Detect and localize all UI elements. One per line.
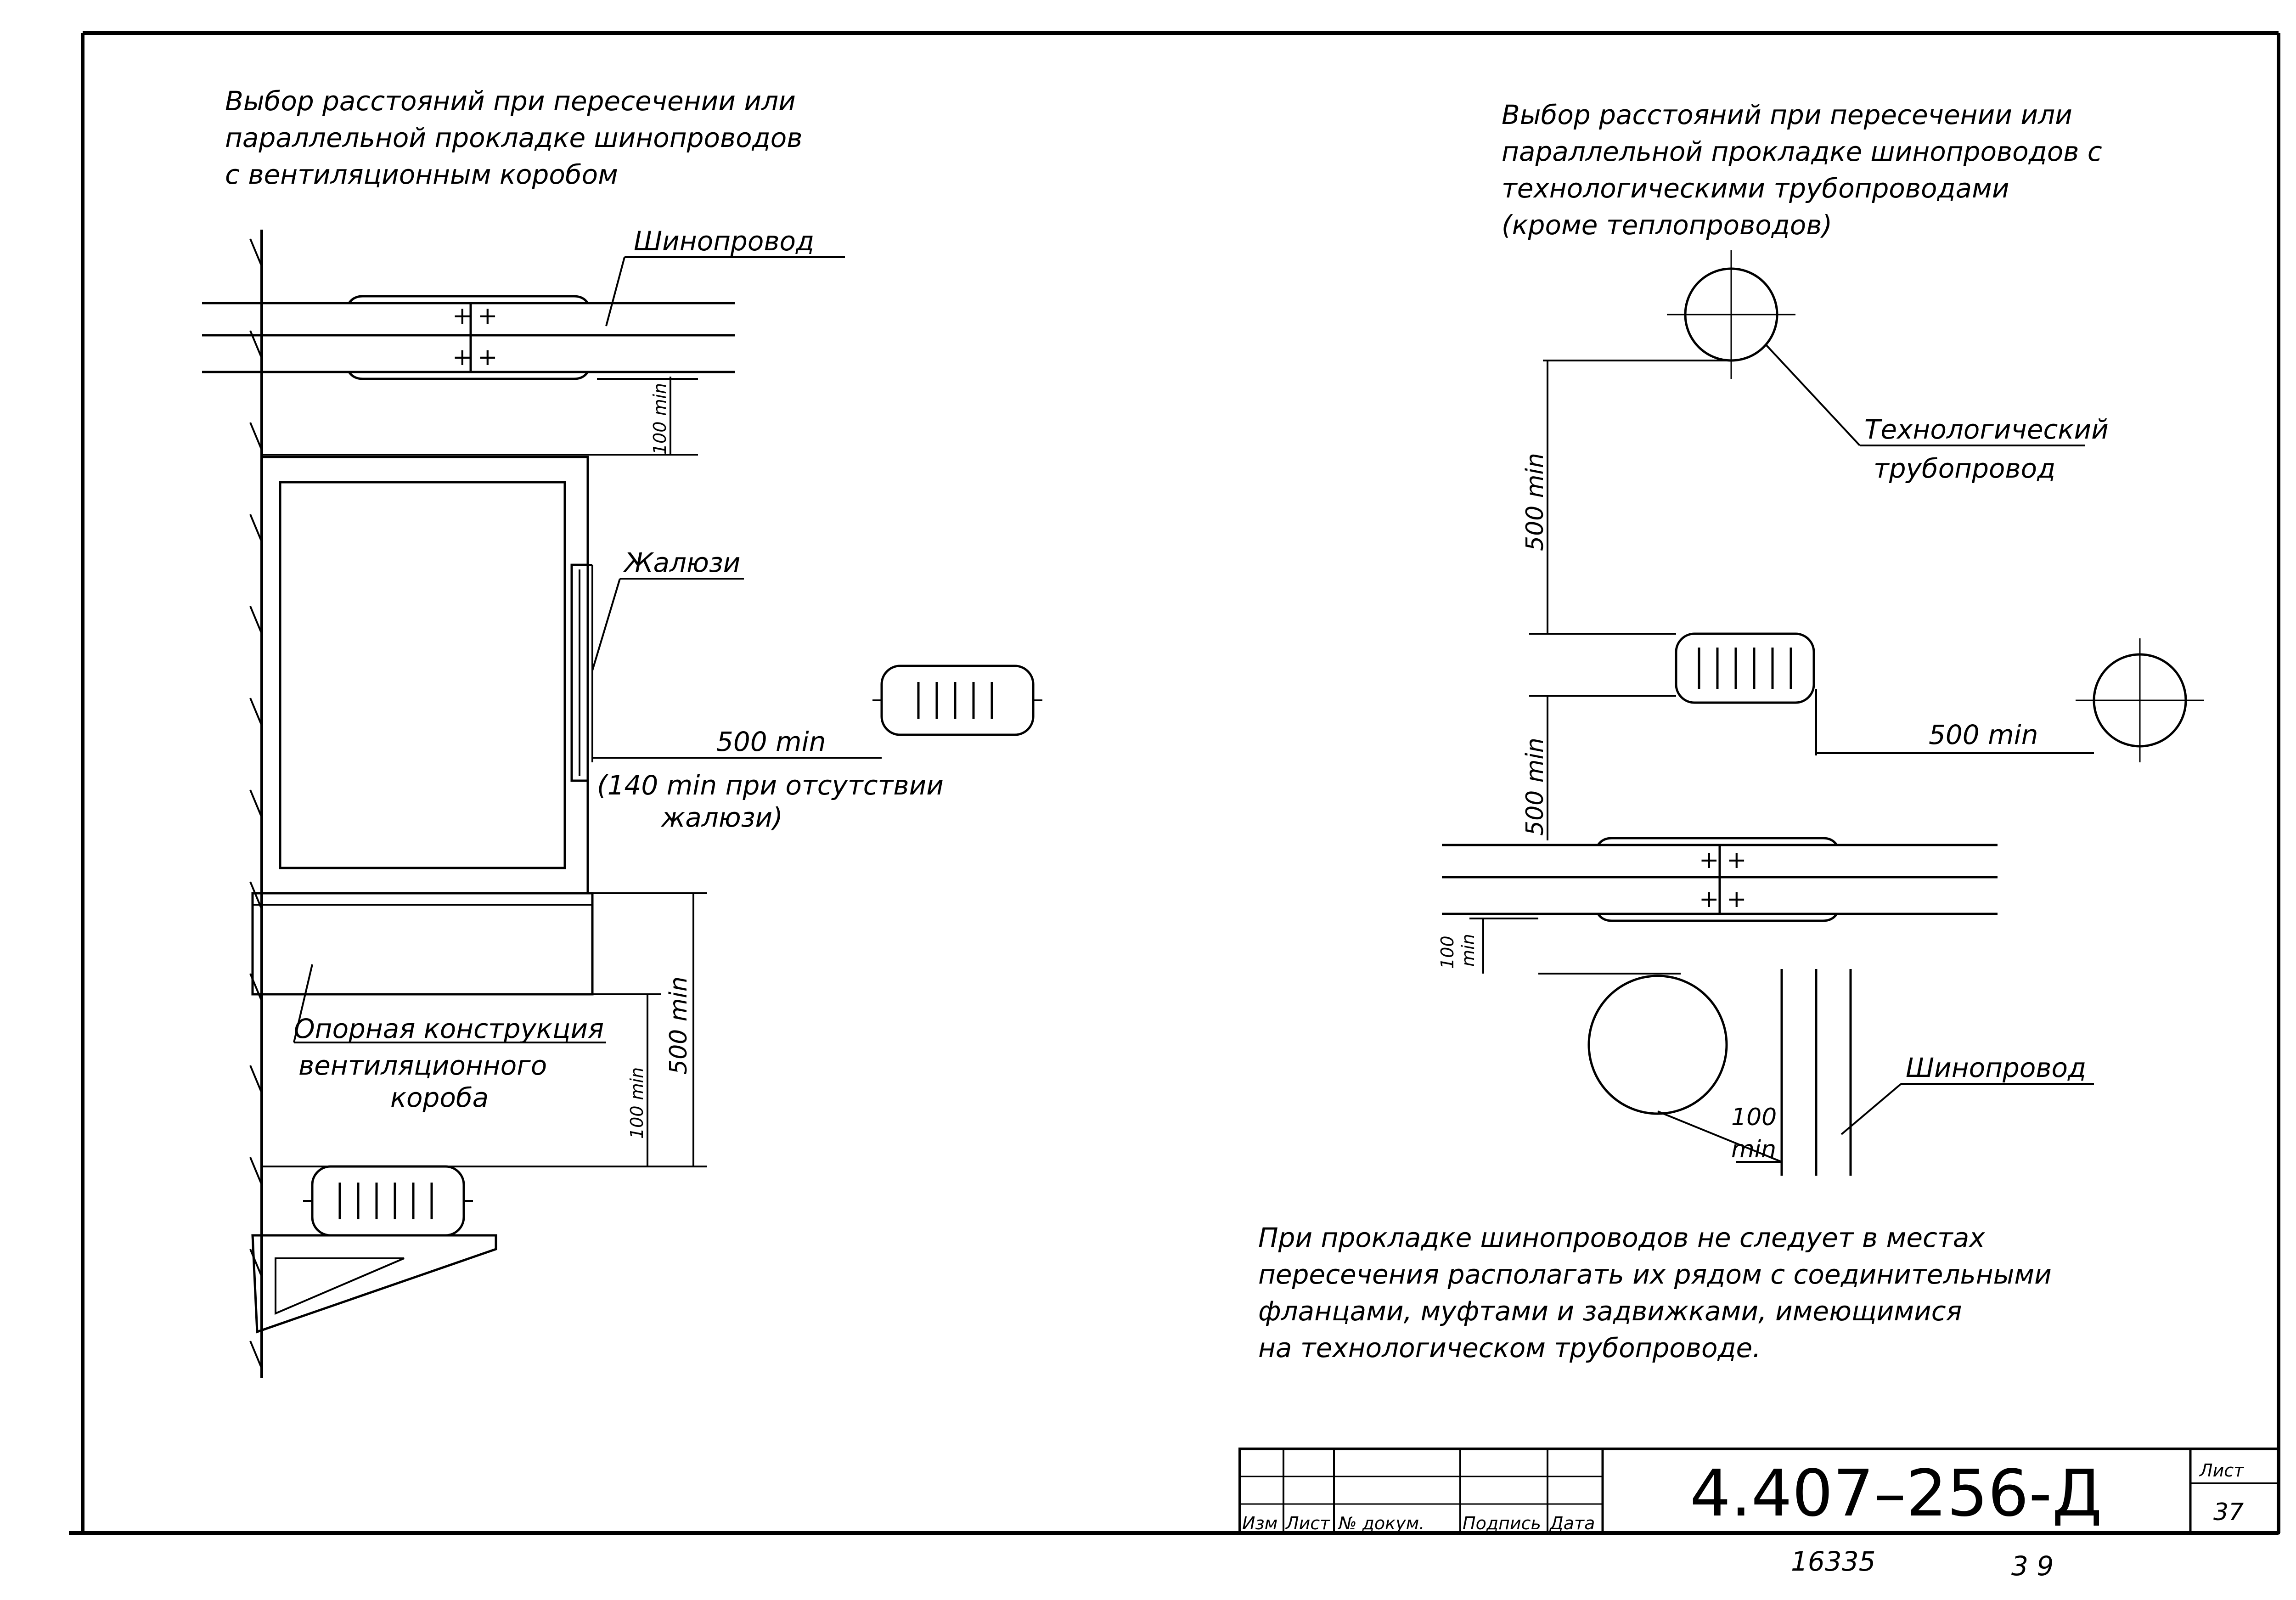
- busway-top: ++ ++: [202, 295, 735, 380]
- right-title-line-2: параллельной прокладке шинопроводов с: [1502, 136, 2102, 167]
- tb-header-doc-no: № докум.: [1338, 1513, 1424, 1533]
- right-label-busway: Шинопровод: [1906, 1052, 2086, 1083]
- left-title-line-1: Выбор расстояний при пересечении или: [225, 85, 796, 117]
- right-dim-100-left-bottom: min: [1458, 934, 1478, 967]
- support-structure: [251, 892, 594, 996]
- tb-header-signature: Подпись: [1463, 1513, 1541, 1533]
- note-line-2: пересечения располагать их рядом с соеди…: [1258, 1259, 2052, 1290]
- pipe-right: [2076, 638, 2204, 762]
- busway-side: [872, 665, 1042, 736]
- wall: [249, 230, 263, 1378]
- busway-bottom: [303, 1165, 473, 1237]
- bottom-suffix: 3 9: [2011, 1550, 2054, 1582]
- busway-middle: [1675, 632, 1815, 704]
- bottom-number: 16335: [1791, 1546, 1876, 1577]
- right-dim-100-left-top: 100: [1437, 935, 1458, 969]
- left-title-line-2: параллельной прокладке шинопроводов: [225, 122, 802, 153]
- right-label-pipe-line-2: трубопровод: [1874, 453, 2055, 484]
- right-title-line-1: Выбор расстояний при пересечении или: [1502, 99, 2072, 130]
- pipe-bottom: [1587, 975, 1728, 1115]
- left-dim-500-side: 500 min: [716, 726, 826, 757]
- wall-bracket: [251, 1234, 497, 1334]
- left-title-line-3: с вентиляционным коробом: [225, 159, 618, 190]
- title-block: Изм Лист № докум. Подпись Дата 4.407–256…: [1238, 1448, 2280, 1582]
- right-title-line-4: (кроме теплопроводов): [1502, 209, 1832, 241]
- right-label-pipe-line-1: Технологический: [1864, 414, 2109, 445]
- svg-text:+: +: [1699, 885, 1719, 913]
- right-diagram: Выбор расстояний при пересечении или пар…: [1437, 99, 2204, 1176]
- svg-text:+: +: [478, 302, 498, 330]
- left-label-support-line-3: короба: [390, 1082, 489, 1113]
- svg-text:+: +: [1727, 885, 1747, 913]
- left-label-busway: Шинопровод: [634, 225, 814, 257]
- left-label-louvers: Жалюзи: [623, 547, 740, 578]
- document-code: 4.407–256-Д: [1690, 1456, 2102, 1531]
- right-dim-500-upper: 500 min: [1521, 453, 1549, 551]
- note: При прокладке шинопроводов не следует в …: [1258, 1222, 2052, 1363]
- right-dim-100-right-top: 100: [1731, 1104, 1777, 1131]
- busway-vertical: [1780, 969, 1852, 1176]
- note-line-3: фланцами, муфтами и задвижками, имеющими…: [1258, 1296, 1962, 1327]
- right-dim-500-lower: 500 min: [1521, 738, 1549, 836]
- tb-header-date: Дата: [1549, 1513, 1595, 1533]
- right-dim-100-right-bottom: min: [1731, 1136, 1776, 1163]
- svg-text:+: +: [1727, 846, 1747, 874]
- sheet-number: 37: [2213, 1499, 2244, 1526]
- note-line-1: При прокладке шинопроводов не следует в …: [1258, 1222, 1985, 1253]
- right-dim-500-horizontal: 500 min: [1929, 719, 2038, 750]
- left-label-support-line-1: Опорная конструкция: [294, 1013, 604, 1044]
- sheet-label: Лист: [2199, 1460, 2245, 1481]
- svg-text:+: +: [1699, 846, 1719, 874]
- svg-text:+: +: [478, 344, 498, 371]
- note-line-4: на технологическом трубопроводе.: [1258, 1332, 1761, 1363]
- left-note-140-line-1: (140 min при отсутствии: [597, 770, 944, 801]
- ventilation-duct: [260, 456, 593, 895]
- tb-header-izm: Изм: [1242, 1513, 1277, 1533]
- right-title-line-3: технологическими трубопроводами: [1502, 173, 2009, 204]
- left-note-140-line-2: жалюзи): [660, 802, 783, 833]
- left-diagram: Выбор расстояний при пересечении или пар…: [202, 85, 1042, 1378]
- svg-text:+: +: [452, 302, 473, 330]
- busway-horizontal: + + + +: [1442, 837, 1998, 922]
- left-dim-100-bottom: 100 min: [627, 1067, 647, 1139]
- tb-header-list: Лист: [1285, 1513, 1331, 1533]
- left-dim-100-top: 100 min: [650, 383, 670, 455]
- svg-text:+: +: [452, 344, 473, 371]
- left-dim-500-bottom: 500 min: [665, 976, 692, 1075]
- left-label-support-line-2: вентиляционного: [298, 1050, 547, 1081]
